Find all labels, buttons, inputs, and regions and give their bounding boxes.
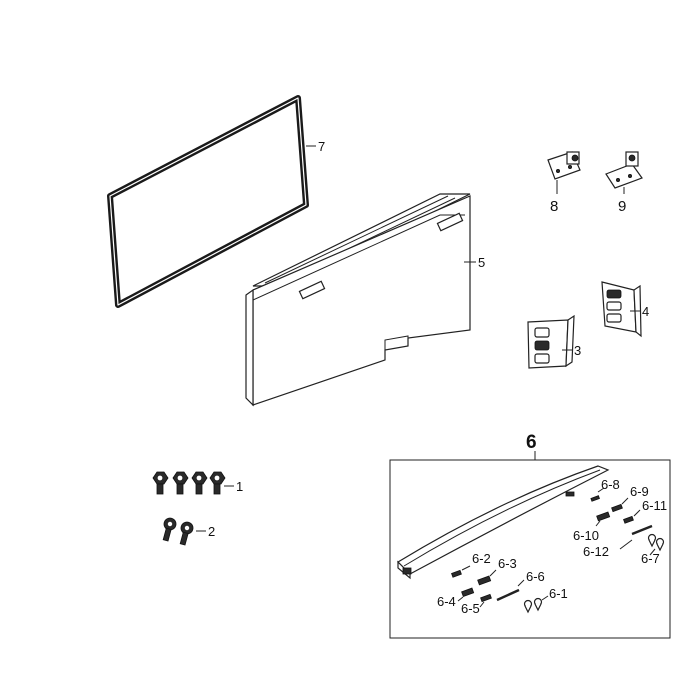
leader-line-6-12 xyxy=(619,539,633,550)
label-6-12: 6-12 xyxy=(583,544,609,559)
label-7: 7 xyxy=(318,139,325,154)
label-3: 3 xyxy=(574,343,581,358)
leader-line-6-4 xyxy=(457,596,464,602)
label-6-4: 6-4 xyxy=(437,594,456,609)
part-6-8 xyxy=(590,495,600,502)
part-1-screws xyxy=(152,471,226,495)
label-9: 9 xyxy=(618,198,626,215)
label-4: 4 xyxy=(642,304,649,319)
leader-line-6-5 xyxy=(479,601,485,608)
label-6: 6 xyxy=(526,432,537,453)
label-6-7: 6-7 xyxy=(641,551,660,566)
part-9-hinge xyxy=(605,151,643,189)
label-6-10: 6-10 xyxy=(573,528,599,543)
leader-line-6-11 xyxy=(633,509,641,517)
part-6-5 xyxy=(480,593,492,603)
part-6-10 xyxy=(596,511,611,522)
leader-line-6-10 xyxy=(595,520,601,527)
leader-line-6-1 xyxy=(541,595,549,601)
part-8-hinge xyxy=(547,151,581,180)
label-6-11: 6-11 xyxy=(642,498,667,513)
part-6-1 xyxy=(523,597,543,614)
label-6-1: 6-1 xyxy=(549,586,568,601)
part-7-gasket-frame xyxy=(107,95,309,308)
label-2: 2 xyxy=(208,524,215,539)
leader-line-6-6 xyxy=(517,579,525,587)
leader-line-6-2 xyxy=(461,565,471,571)
label-1: 1 xyxy=(236,479,243,494)
part-6-7 xyxy=(647,533,665,552)
part-6-2 xyxy=(451,569,462,578)
part-6-3 xyxy=(477,575,492,586)
label-5: 5 xyxy=(478,255,485,270)
part-5-door-panel xyxy=(245,193,471,407)
label-6-9: 6-9 xyxy=(630,484,649,499)
part-3-bracket xyxy=(527,314,575,369)
label-6-8: 6-8 xyxy=(601,477,620,492)
leader-line-6-9 xyxy=(621,497,629,505)
label-6-2: 6-2 xyxy=(472,551,491,566)
part-6-11 xyxy=(623,515,634,524)
label-6-5: 6-5 xyxy=(461,601,480,616)
part-4-bracket xyxy=(601,281,642,338)
part-6-12 xyxy=(631,524,653,536)
label-6-3: 6-3 xyxy=(498,556,517,571)
part-6-9 xyxy=(611,503,623,513)
leader-line-6-8 xyxy=(597,487,605,493)
part-6-assembly-box xyxy=(389,459,671,639)
leader-line-6-3 xyxy=(489,569,497,577)
part-6-handle-bar xyxy=(397,465,610,580)
part-2-screws xyxy=(162,517,194,546)
part-6-4 xyxy=(461,587,475,598)
part-6-6 xyxy=(496,588,520,602)
label-8: 8 xyxy=(550,198,558,215)
leader-line-6-7 xyxy=(649,548,656,556)
label-6-6: 6-6 xyxy=(526,569,545,584)
